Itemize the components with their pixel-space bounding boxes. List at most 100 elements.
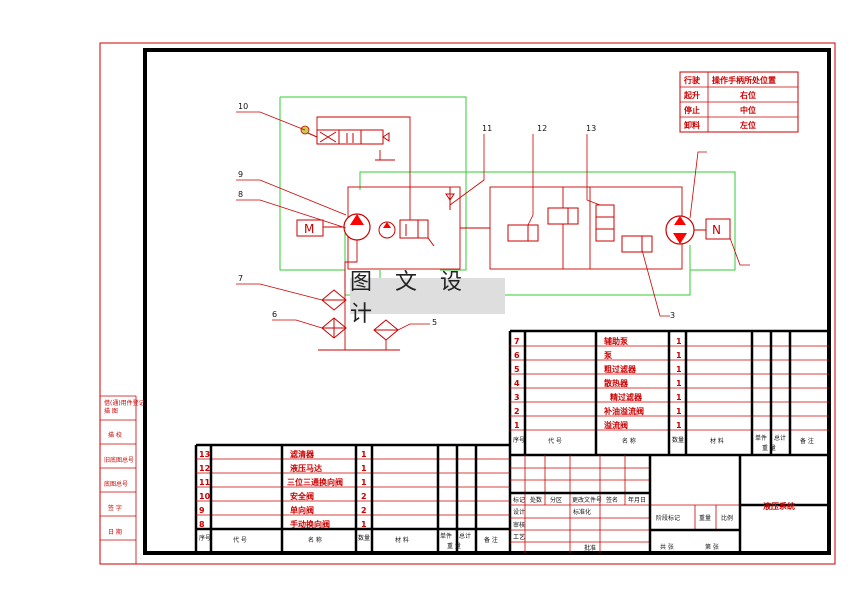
bomr-no-5: 2 [514, 407, 520, 416]
boml-no-1: 12 [199, 464, 210, 473]
bomr-name-3: 散热器 [604, 378, 629, 388]
boml-name-2: 三位三通换向阀 [287, 477, 343, 487]
op-state-2: 停止 [684, 105, 700, 115]
manual-valve [300, 129, 390, 145]
bomr-name-0: 辅助泵 [604, 336, 628, 346]
bomr-qty-5: 1 [676, 407, 682, 416]
boml-h-mat: 材 料 [395, 536, 409, 544]
hydraulic-motor [665, 215, 706, 245]
tb-label-3: 更改文件号 [572, 496, 602, 504]
outer-frame [99, 42, 836, 565]
callout-1: 3 [670, 311, 675, 320]
bom-right-grid [508, 329, 829, 553]
callout-6: 8 [238, 190, 243, 199]
aux-pump [378, 221, 396, 239]
bomr-name-6: 溢流阀 [604, 420, 628, 430]
callout-3: 5 [432, 318, 437, 327]
boml-no-0: 13 [199, 450, 210, 459]
svg-text:N: N [712, 223, 721, 237]
inner-frame [143, 48, 831, 555]
bomr-no-6: 1 [514, 421, 520, 430]
bomr-qty-3: 1 [676, 379, 682, 388]
boml-name-3: 安全阀 [290, 491, 314, 501]
callout-5: 7 [238, 274, 243, 283]
boml-name-5: 手动换向阀 [290, 519, 330, 529]
boml-h-ws: 单件 [440, 532, 452, 540]
bomr-h-wt: 总计 [774, 434, 786, 442]
callout-11: 13 [586, 124, 596, 133]
boml-name-1: 液压马达 [290, 463, 322, 473]
boml-h-wt: 总计 [459, 532, 471, 540]
tb-row-2: 工艺 [513, 533, 525, 541]
tb-label-5: 年月日 [628, 496, 646, 504]
boml-h-code: 代 号 [233, 536, 247, 544]
op-state-0: 行驶 [683, 75, 701, 85]
svg-text:M: M [304, 222, 314, 236]
tb-row-4: 批准 [584, 544, 596, 552]
bomr-no-0: 7 [514, 337, 520, 346]
tb-label-0: 标记 [513, 496, 525, 504]
bomr-h-mat: 材 料 [710, 437, 724, 445]
tb-label-2: 分区 [550, 496, 562, 504]
tb-scale: 比例 [721, 514, 733, 522]
op-state-1: 起升 [683, 90, 700, 100]
tb-label-4: 签名 [606, 496, 618, 504]
tb-row-3: 标准化 [573, 508, 591, 516]
drawing-title: 液压系统 [763, 501, 795, 511]
bomr-h-code: 代 号 [548, 437, 562, 445]
check-valve [445, 187, 455, 210]
bomr-qty-6: 1 [676, 421, 682, 430]
boml-h-name: 名 称 [308, 536, 322, 544]
bomr-h-ws: 单件 [755, 434, 767, 442]
pump-symbol [323, 213, 371, 241]
bomr-no-1: 6 [514, 351, 520, 360]
boml-qty-4: 2 [361, 506, 367, 515]
side-label-4: 底图总号 [104, 480, 128, 488]
filters [321, 289, 399, 341]
load-box: N [705, 218, 731, 240]
bomr-h-qty: 数量 [672, 436, 684, 444]
boml-no-3: 10 [199, 492, 211, 501]
boml-qty-5: 1 [361, 520, 367, 529]
bomr-qty-1: 1 [676, 351, 682, 360]
boml-qty-0: 1 [361, 450, 367, 459]
side-label-3: 旧底图总号 [104, 456, 134, 464]
callout-10: 12 [537, 124, 547, 133]
boml-name-0: 滤清器 [290, 449, 315, 459]
bom-left-grid [194, 443, 510, 553]
leader-lines [236, 111, 750, 331]
op-pos-2: 中位 [740, 105, 756, 115]
callout-7: 9 [238, 170, 243, 179]
boml-no-4: 9 [199, 506, 205, 515]
tb-label-1: 处数 [530, 496, 542, 504]
boml-qty-2: 1 [361, 478, 367, 487]
bomr-name-4: 精过滤器 [610, 392, 643, 402]
bomr-qty-2: 1 [676, 365, 682, 374]
boml-no-2: 11 [199, 478, 211, 487]
callout-9: 11 [482, 124, 492, 133]
bomr-qty-4: 1 [676, 393, 682, 402]
op-state-3: 卸料 [684, 120, 700, 130]
boml-h-w: 重 量 [447, 542, 461, 550]
side-label-0: 借(通)用件登记 [104, 399, 145, 407]
tb-row-1: 审核 [513, 521, 525, 529]
electric-motor: M [296, 219, 324, 237]
title-block-grid [510, 455, 829, 553]
boml-h-seq: 序号 [199, 534, 211, 542]
side-label-2: 描 校 [108, 431, 122, 439]
valves-right [507, 204, 653, 253]
op-table [679, 71, 799, 133]
bomr-name-1: 泵 [604, 351, 612, 360]
callout-8: 10 [238, 102, 248, 111]
bomr-name-5: 补油溢流阀 [603, 406, 644, 416]
boml-no-5: 8 [199, 520, 205, 529]
tb-row-0: 设计 [513, 508, 525, 516]
op-pos-0: 操作手柄所处位置 [712, 75, 776, 85]
bomr-h-remark: 备 注 [800, 437, 814, 445]
tb-sheet: 第 张 [705, 543, 719, 551]
tb-sheets: 共 张 [660, 543, 674, 551]
op-pos-3: 左位 [739, 120, 756, 130]
bomr-no-4: 3 [514, 393, 520, 402]
side-strip [100, 395, 137, 564]
